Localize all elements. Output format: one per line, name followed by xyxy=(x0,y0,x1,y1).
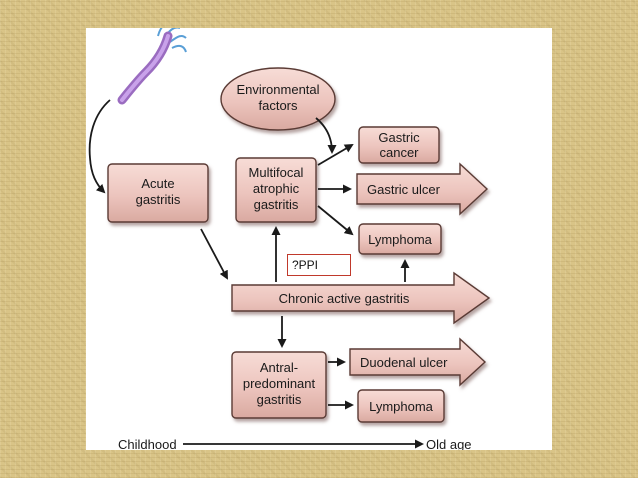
environmental-factors-node xyxy=(220,67,336,131)
arrow-environmental-to-multifocal xyxy=(315,117,337,154)
lymphoma-top-label: Lymphoma xyxy=(368,232,433,247)
timeline-start-label: Childhood xyxy=(118,437,177,450)
multifocal-label-1: Multifocal xyxy=(249,165,304,180)
gastric-ulcer-label: Gastric ulcer xyxy=(367,182,441,197)
ppi-note: ?PPI xyxy=(287,254,351,276)
gastric-cancer-node xyxy=(358,126,440,164)
gastritis-flow-diagram: Environmental factors Acute gastritis Mu… xyxy=(88,28,491,450)
antral-label-1: Antral- xyxy=(260,360,298,375)
antral-label-3: gastritis xyxy=(257,392,302,407)
acute-label-1: Acute xyxy=(141,176,174,191)
acute-label-2: gastritis xyxy=(136,192,181,207)
timeline-end-label: Old age xyxy=(426,437,472,450)
arrow-bacterium-to-acute xyxy=(88,99,111,194)
chronic-active-gastritis-node xyxy=(231,271,491,325)
arrow-multifocal-to-lymphoma xyxy=(317,205,354,236)
chronic-active-label: Chronic active gastritis xyxy=(279,291,410,306)
multifocal-atrophic-gastritis-node xyxy=(235,157,317,223)
lymphoma-bottom-node xyxy=(357,389,445,423)
environmental-label-2: factors xyxy=(258,98,298,113)
multifocal-label-2: atrophic xyxy=(253,181,300,196)
duodenal-ulcer-node xyxy=(349,337,487,387)
lymphoma-top-node xyxy=(358,223,442,255)
lymphoma-bottom-label: Lymphoma xyxy=(369,399,434,414)
multifocal-label-3: gastritis xyxy=(254,197,299,212)
acute-gastritis-node xyxy=(107,163,209,223)
gastric-ulcer-node xyxy=(356,162,489,216)
diagram-panel: Environmental factors Acute gastritis Mu… xyxy=(86,28,552,450)
h-pylori-bacterium-icon xyxy=(117,28,187,105)
arrow-multifocal-to-cancer xyxy=(317,143,354,166)
duodenal-ulcer-label: Duodenal ulcer xyxy=(360,355,448,370)
antral-predominant-gastritis-node xyxy=(231,351,327,419)
arrow-acute-to-chronic xyxy=(200,228,228,280)
environmental-label-1: Environmental xyxy=(236,82,319,97)
gastric-cancer-label-1: Gastric xyxy=(378,130,420,145)
connector-arrows xyxy=(183,117,424,449)
gastric-cancer-label-2: cancer xyxy=(379,145,419,160)
antral-label-2: predominant xyxy=(243,376,316,391)
